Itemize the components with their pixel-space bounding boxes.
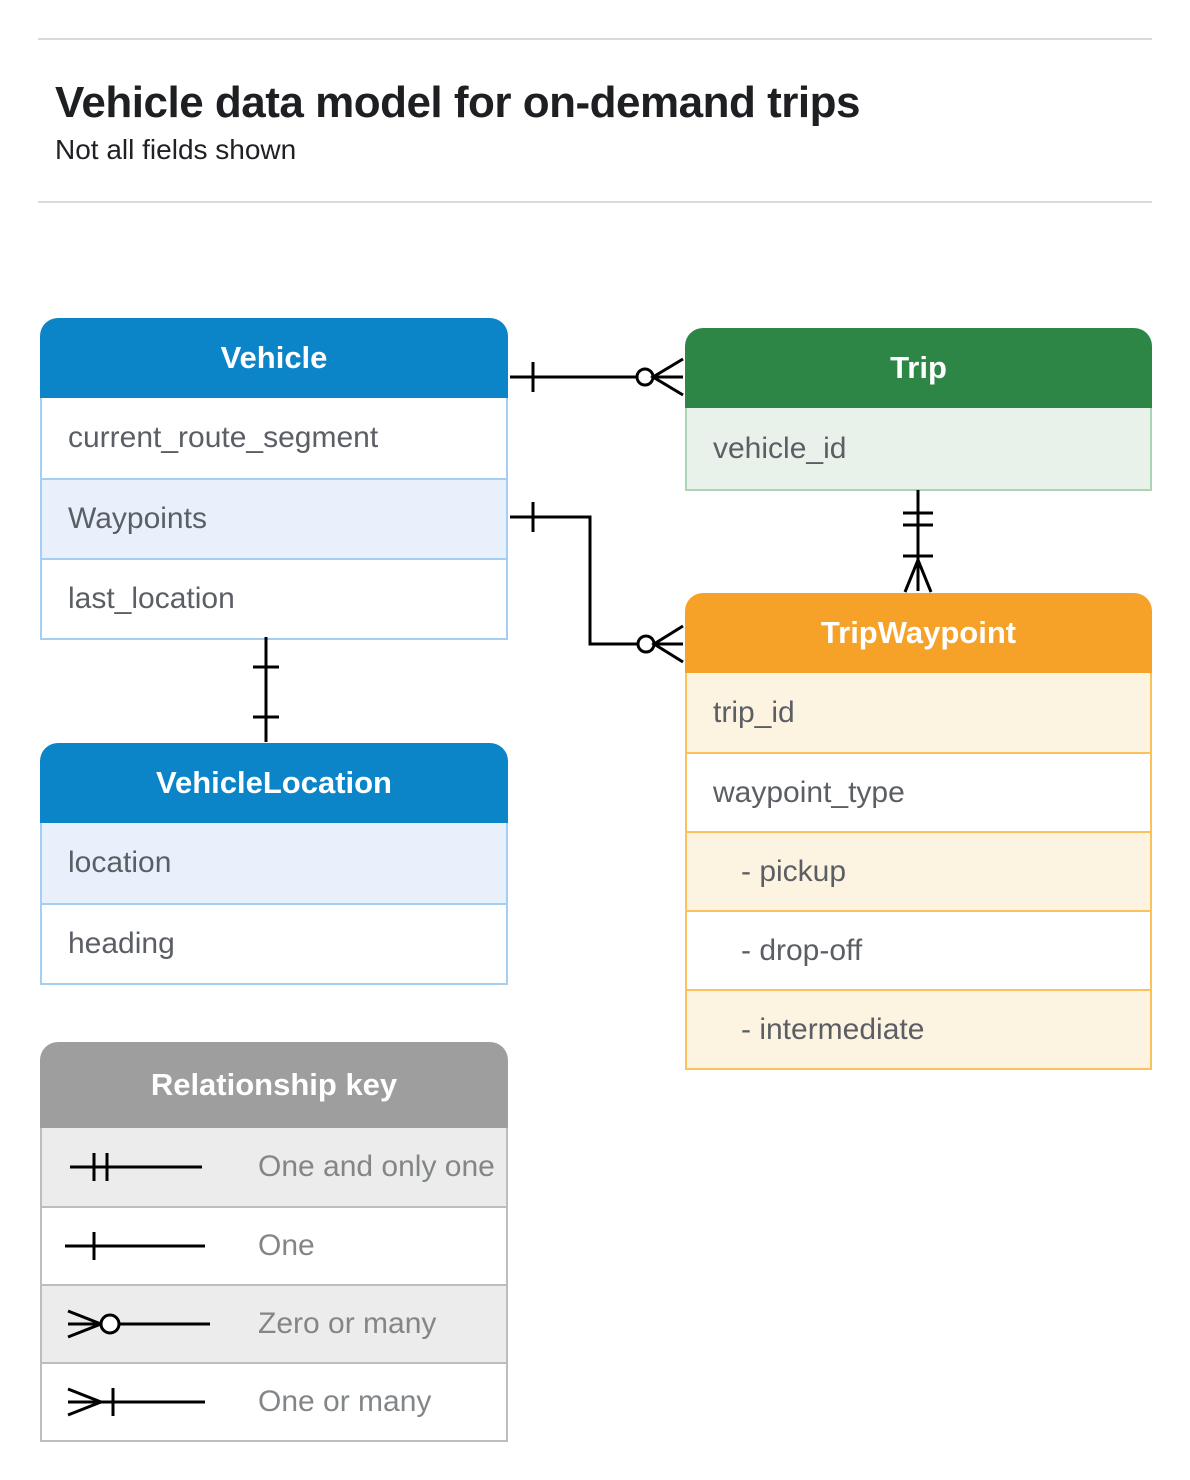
relationship-key-title: Relationship key xyxy=(40,1042,508,1128)
connector-trip-tripwaypoint xyxy=(903,490,933,593)
field-drop-off: - drop-off xyxy=(687,910,1150,989)
connector-waypoints-tripwaypoint xyxy=(510,502,684,664)
page-subtitle: Not all fields shown xyxy=(55,134,297,165)
entity-vehicle-location-fields: location heading xyxy=(40,823,508,985)
entity-vehicle-location-title: VehicleLocation xyxy=(40,743,508,823)
subtitle-divider xyxy=(38,201,1152,203)
entity-trip-waypoint-title: TripWaypoint xyxy=(685,593,1152,673)
one-and-only-one-icon xyxy=(70,1153,202,1181)
field-heading: heading xyxy=(42,903,506,983)
legend-item-zero-or-many: Zero or many xyxy=(42,1284,506,1362)
legend-item-one: One xyxy=(42,1206,506,1284)
field-vehicle-id: vehicle_id xyxy=(687,408,1150,489)
legend-label: Zero or many xyxy=(258,1307,437,1340)
field-pickup: - pickup xyxy=(687,831,1150,910)
field-current-route-segment: current_route_segment xyxy=(42,398,506,478)
zero-or-many-icon xyxy=(67,1309,210,1339)
page-title: Vehicle data model for on-demand trips xyxy=(55,78,860,127)
field-location: location xyxy=(42,823,506,903)
legend-item-one-and-only-one: One and only one xyxy=(42,1128,506,1206)
entity-trip-title: Trip xyxy=(685,328,1152,408)
entity-trip-waypoint-fields: trip_id waypoint_type - pickup - drop-of… xyxy=(685,673,1152,1070)
entity-trip-fields: vehicle_id xyxy=(685,408,1152,491)
entity-vehicle-location: VehicleLocation location heading xyxy=(40,743,508,985)
legend-label: One or many xyxy=(258,1385,432,1418)
field-last-location: last_location xyxy=(42,558,506,638)
entity-trip-waypoint: TripWaypoint trip_id waypoint_type - pic… xyxy=(685,593,1152,1070)
one-or-many-icon xyxy=(67,1387,205,1417)
relationship-key-items: One and only one One Zero or many xyxy=(40,1128,508,1442)
field-waypoint-type: waypoint_type xyxy=(687,752,1150,831)
field-intermediate: - intermediate xyxy=(687,989,1150,1068)
entity-trip: Trip vehicle_id xyxy=(685,328,1152,491)
one-icon xyxy=(65,1232,205,1260)
entity-vehicle: Vehicle current_route_segment Waypoints … xyxy=(40,318,508,640)
connector-vehicle-vehiclelocation xyxy=(253,637,279,742)
legend-item-one-or-many: One or many xyxy=(42,1362,506,1440)
field-trip-id: trip_id xyxy=(687,673,1150,752)
top-divider xyxy=(38,38,1152,40)
relationship-key: Relationship key One and only one One xyxy=(40,1042,508,1442)
entity-vehicle-title: Vehicle xyxy=(40,318,508,398)
field-waypoints: Waypoints xyxy=(42,478,506,558)
legend-label: One xyxy=(258,1229,315,1262)
entity-vehicle-fields: current_route_segment Waypoints last_loc… xyxy=(40,398,508,640)
connector-vehicle-trip xyxy=(510,357,684,397)
legend-label: One and only one xyxy=(258,1150,495,1183)
